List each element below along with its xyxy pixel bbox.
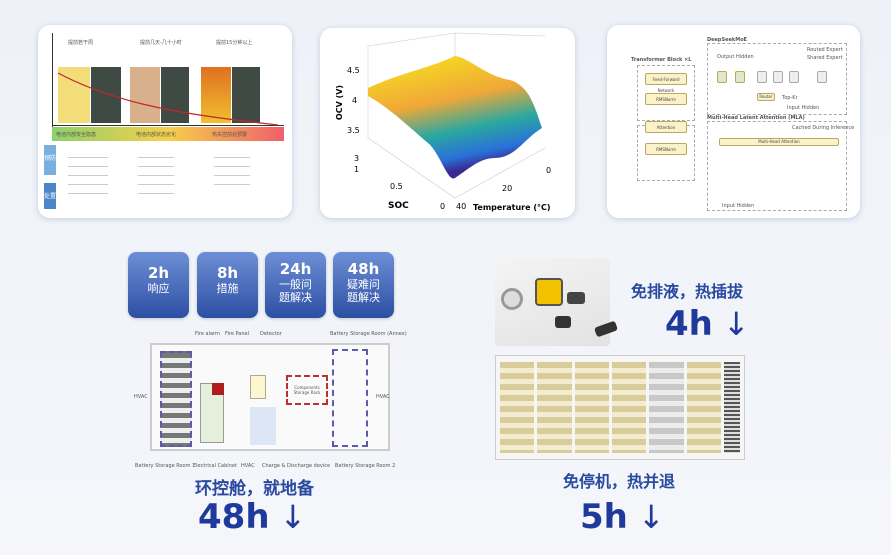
x-tick: 0 [440,202,446,211]
ocv-surface [368,56,542,179]
ocv-surface-card: OCV (V) 4.5 4 3.5 3 1 0.5 0 SOC 0 20 40 … [320,28,575,218]
tag-prevent: 预防 [44,145,56,175]
cell-image-2 [130,67,160,123]
y-tick: 0 [546,166,552,175]
left-metric: 48h↓ [198,497,307,537]
y-axis-label: Temperature (°C) [473,203,551,212]
x-tick: 1 [354,165,360,174]
container-floorplan: Components Storage Rack [150,343,390,451]
risk-curve [57,72,279,126]
battery-rack-image [495,355,745,460]
y-tick: 40 [456,202,467,211]
right-caption-bottom: 免停机，热并退 [563,472,676,491]
z-tick: 4.5 [347,66,360,75]
header-2: 提前几天-几十小时 [140,40,182,46]
header-1: 提前若干周 [68,40,94,46]
x-axis-label: SOC [388,201,409,211]
ocv-surface-plot [367,32,546,199]
right-metric-top: 4h↓ [665,304,750,344]
risk-band: 电池内部安全隐患 电池内部状态劣化 热失控前兆预警 [52,127,284,141]
z-tick: 3.5 [347,126,360,135]
header-3: 提前15分钟以上 [216,40,253,46]
left-caption: 环控舱，就地备 [195,479,314,499]
z-tick: 4 [352,96,358,105]
hot-plug-connector-image [495,258,619,346]
z-tick: 3 [354,154,360,163]
right-caption-top: 免排液，热插拔 [631,282,744,301]
z-axis-label: OCV (V) [335,84,345,121]
battery-timeline-card: 提前若干周 提前几天-几十小时 提前15分钟以上 电池内部安全隐患 电池内部状态… [38,25,292,218]
y-tick: 20 [502,184,513,193]
architecture-diagram-card: Transformer Block ×L Feed-Forward Networ… [607,25,860,218]
x-tick: 0.5 [390,182,403,191]
right-metric-bottom: 5h↓ [580,497,665,537]
cell-image-3 [201,67,231,123]
tag-handle: 处置 [44,183,56,209]
